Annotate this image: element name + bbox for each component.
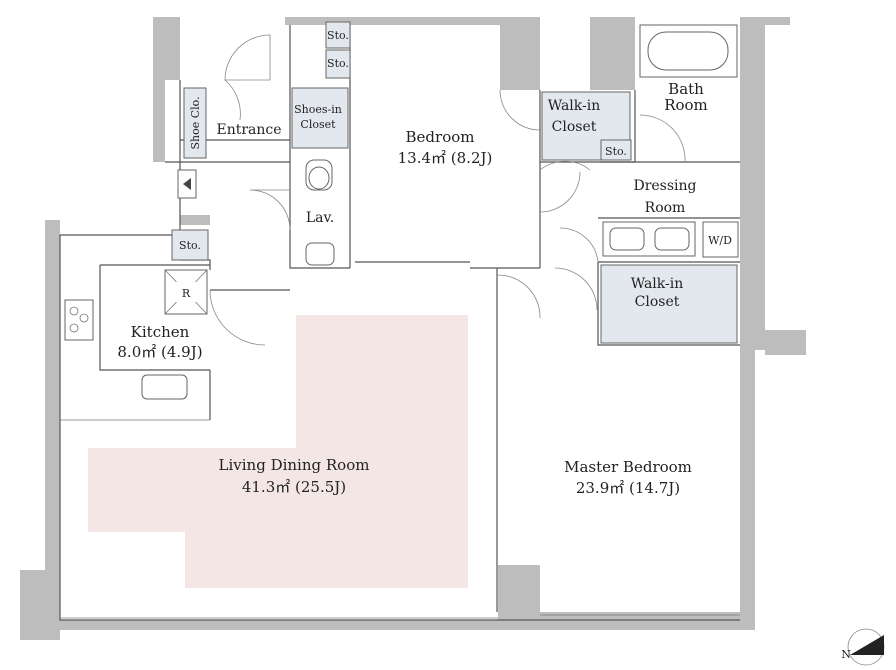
- wash-basin: [305, 242, 335, 266]
- toilet: [305, 159, 333, 191]
- shoes-in-closet-line2: Closet: [300, 118, 336, 131]
- washer-dryer-label: W/D: [708, 234, 732, 247]
- dressing-room-line1: Dressing: [633, 178, 696, 194]
- dressing-room-line2: Room: [645, 200, 686, 216]
- kitchen-area: 8.0㎡ (4.9J): [117, 343, 202, 361]
- washer-dryer: [702, 221, 739, 258]
- bath-room-line1: Bath: [668, 80, 704, 98]
- walk-in-closet-upper-line2: Closet: [552, 119, 597, 135]
- master-bedroom-area: 23.9㎡ (14.7J): [576, 479, 680, 497]
- storage-top-2-label: Sto.: [327, 57, 349, 70]
- walk-in-closet-lower: [600, 264, 738, 344]
- doors: [209, 34, 686, 346]
- kitchen-name: Kitchen: [131, 323, 190, 341]
- cooktop: [64, 299, 94, 341]
- kitchen-sink: [141, 374, 188, 400]
- master-bedroom-name: Master Bedroom: [564, 458, 692, 476]
- walk-in-closet-lower-line1: Walk-in: [631, 276, 683, 292]
- intercom-icon: [177, 169, 197, 199]
- living-room-highlight: [88, 315, 468, 588]
- compass-label: N: [841, 648, 851, 661]
- storage-top-1: [325, 21, 351, 49]
- compass-icon: N: [841, 628, 885, 666]
- bath-room-line2: Room: [664, 96, 708, 114]
- bedroom-name: Bedroom: [406, 128, 475, 146]
- living-room-area: 41.3㎡ (25.5J): [242, 478, 346, 496]
- entrance-label: Entrance: [216, 122, 281, 138]
- storage-left: [171, 229, 209, 261]
- storage-top-2: [325, 49, 351, 79]
- refrigerator: [164, 269, 208, 315]
- shoe-closet: [183, 87, 207, 159]
- walk-in-closet-upper-line1: Walk-in: [548, 98, 600, 114]
- storage-top-1-label: Sto.: [327, 29, 349, 42]
- storage-right-label: Sto.: [605, 145, 627, 158]
- shoes-in-closet: [291, 87, 349, 149]
- refrigerator-label: R: [182, 287, 191, 300]
- shoe-closet-label: Shoe Clo.: [189, 96, 202, 149]
- bedroom-area: 13.4㎡ (8.2J): [398, 149, 493, 167]
- vanity-sinks: [602, 221, 696, 257]
- living-room-name: Living Dining Room: [219, 456, 370, 474]
- walk-in-closet-lower-line2: Closet: [635, 294, 680, 310]
- storage-left-label: Sto.: [179, 239, 201, 252]
- shoes-in-closet-line1: Shoes-in: [294, 103, 342, 116]
- bathtub: [639, 24, 738, 78]
- walls: [20, 17, 806, 640]
- storage-right: [600, 139, 632, 161]
- lavatory-label: Lav.: [306, 210, 334, 226]
